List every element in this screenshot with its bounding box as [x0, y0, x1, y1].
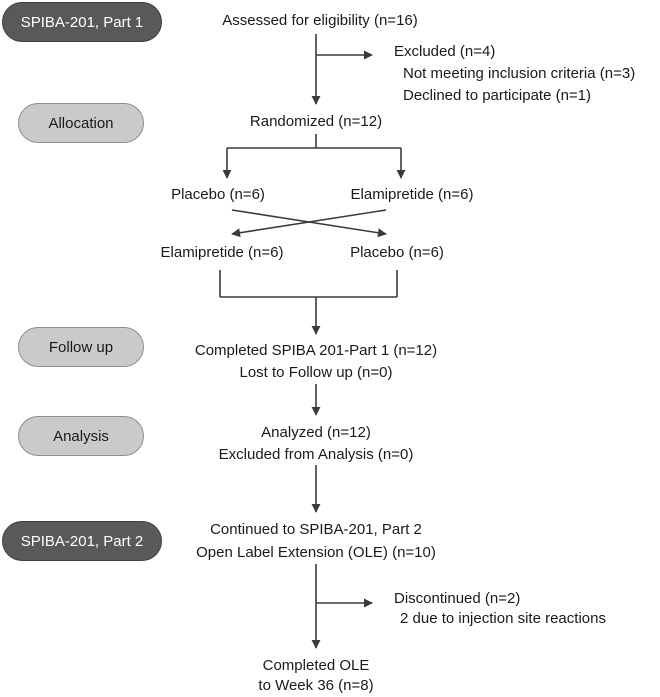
week36-text: to Week 36 (n=8)	[258, 677, 374, 694]
arrow-crossover-to-elamipretide	[231, 209, 387, 238]
ole-text: Open Label Extension (OLE) (n=10)	[196, 544, 436, 561]
completed-ole-text: Completed OLE	[262, 657, 370, 674]
placebo-first-text: Placebo (n=6)	[171, 186, 265, 203]
excluded-reason-inclusion-text: Not meeting inclusion criteria (n=3)	[403, 65, 636, 82]
completed-part1-text: Completed SPIBA 201-Part 1 (n=12)	[194, 342, 438, 359]
assessed-text: Assessed for eligibility (n=16)	[222, 12, 418, 29]
randomized-text: Randomized (n=12)	[249, 113, 383, 130]
elamipretide-first-text: Elamipretide (n=6)	[350, 186, 474, 203]
discontinued-reason-text: 2 due to injection site reactions	[400, 610, 606, 627]
phase-part2-label: SPIBA-201, Part 2	[2, 521, 162, 561]
phase-analysis-label: Analysis	[18, 416, 144, 456]
phase-followup-label: Follow up	[18, 327, 144, 367]
elamipretide-second-text: Elamipretide (n=6)	[160, 244, 284, 261]
phase-part1-label: SPIBA-201, Part 1	[2, 2, 162, 42]
continued-part2-text: Continued to SPIBA-201, Part 2	[210, 521, 422, 538]
analyzed-text: Analyzed (n=12)	[261, 424, 371, 441]
excluded-reason-declined-text: Declined to participate (n=1)	[403, 87, 592, 104]
excluded-analysis-text: Excluded from Analysis (n=0)	[218, 446, 414, 463]
lost-followup-text: Lost to Follow up (n=0)	[239, 364, 393, 381]
phase-allocation-label: Allocation	[18, 103, 144, 143]
discontinued-text: Discontinued (n=2)	[394, 590, 521, 607]
placebo-second-text: Placebo (n=6)	[350, 244, 444, 261]
excluded-text: Excluded (n=4)	[394, 43, 496, 60]
